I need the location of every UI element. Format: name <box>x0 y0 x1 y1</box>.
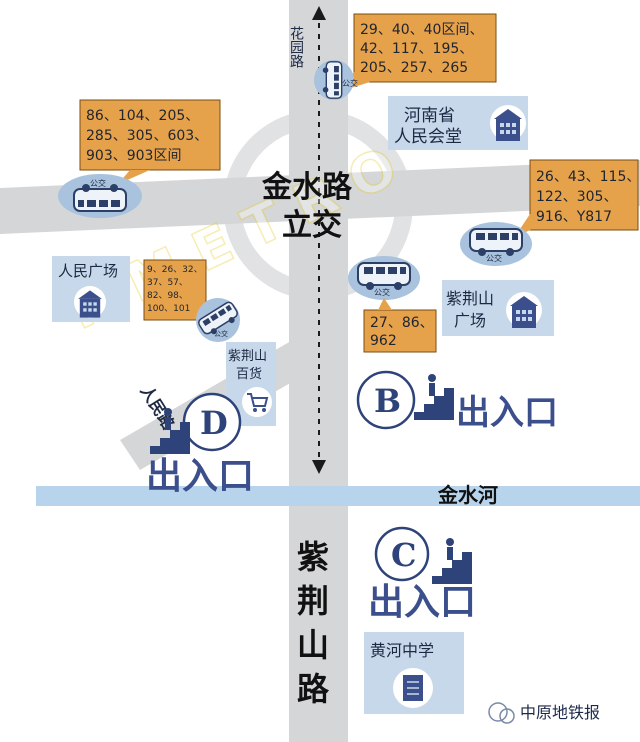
exit-c[interactable]: C 出入口 <box>368 526 476 623</box>
exit-b[interactable]: B 出入口 <box>356 370 558 433</box>
zijingshan-square: 紫荆山 广场 <box>442 280 554 336</box>
route-line: 122、305、 <box>536 189 617 205</box>
henan-peoples-hall: 河南省 人民会堂 <box>388 96 528 150</box>
bus-stop-zijingshan-square: 公交 27、86、 962 <box>348 256 437 353</box>
bus-icon <box>73 183 127 212</box>
jinshui-road-label-line1: 金水路 <box>261 170 353 205</box>
route-line: 100、101 <box>147 304 190 314</box>
zijingshan-char-2: 山 <box>297 626 329 664</box>
bus-stop-huayuan: 29、40、40区间、 42、117、195、 205、257、265 公交 <box>314 13 497 100</box>
publisher-watermark: 中原地铁报 <box>488 702 600 724</box>
bus-icon <box>357 262 411 291</box>
route-line: 26、43、115、 <box>536 169 640 185</box>
exit-circle <box>374 526 430 582</box>
landmark-label: 紫荆山 <box>446 289 494 308</box>
zijingshan-road-label: 紫 荆 山 路 <box>297 538 330 708</box>
route-line: 82、98、 <box>147 291 188 301</box>
landmark-label: 人民广场 <box>58 262 118 280</box>
landmark-label: 紫荆山 <box>228 348 267 364</box>
bus-tag: 公交 <box>342 78 358 88</box>
landmark-label: 河南省 <box>404 106 455 126</box>
zijingshan-char-3: 路 <box>297 670 330 708</box>
bus-stop-jinshui-east: 26、43、115、 122、305、 916、Y817 公交 <box>460 159 640 266</box>
landmark-label: 人民会堂 <box>394 127 462 147</box>
route-box <box>79 99 221 171</box>
bus-tag: 公交 <box>90 178 106 188</box>
route-line: 903、903区间 <box>86 148 181 164</box>
exit-d[interactable]: D 出入口 <box>146 392 254 497</box>
huayuan-road-label: 花园路 <box>288 26 304 68</box>
landmark-label: 广场 <box>454 311 486 330</box>
exit-circle <box>356 370 416 430</box>
route-box <box>363 309 437 353</box>
exit-letter: B <box>374 382 401 420</box>
route-line: 285、305、603、 <box>86 128 208 144</box>
jinshui-road-label-line2: 立交 <box>282 208 342 243</box>
route-line: 27、86、 <box>370 315 434 331</box>
jinshui-river-label: 金水河 <box>437 483 498 507</box>
route-line: 29、40、40区间、 <box>360 22 483 38</box>
down-arrow-icon <box>312 460 326 474</box>
zijingshan-department-store: 紫荆山 百货 <box>226 342 276 426</box>
up-arrow-icon <box>312 6 326 20</box>
renmin-square: 人民广场 <box>52 256 130 322</box>
zijingshan-char-1: 荆 <box>297 582 329 620</box>
publisher-name: 中原地铁报 <box>520 703 600 722</box>
bus-icon <box>469 228 523 257</box>
route-line: 42、117、195、 <box>360 41 473 57</box>
bus-tag: 公交 <box>214 329 228 338</box>
cart-icon-bg <box>242 387 272 417</box>
bus-tag: 公交 <box>486 253 502 263</box>
bus-tag: 公交 <box>374 287 390 297</box>
stairs-icon <box>432 538 472 584</box>
jinshui-road <box>0 160 640 234</box>
route-line: 962 <box>370 333 397 349</box>
exit-letter: C <box>391 536 416 574</box>
route-line: 916、Y817 <box>536 209 612 225</box>
bus-stop-renmin-road: 9、26、32、 37、57、 82、98、 100、101 公交 <box>143 259 242 342</box>
zijingshan-char-0: 紫 <box>297 538 329 576</box>
landmark-label: 黄河中学 <box>370 641 434 660</box>
wechat-icon <box>488 702 508 722</box>
exit-label: 出入口 <box>368 582 476 623</box>
landmark-label: 百货 <box>236 366 262 382</box>
route-line: 37、57、 <box>147 278 188 288</box>
shopping-cart-icon <box>247 393 269 412</box>
bus-icon <box>322 61 343 99</box>
stairs-icon <box>414 374 454 420</box>
route-box <box>353 13 497 83</box>
exit-label: 出入口 <box>456 393 558 433</box>
exit-letter: D <box>200 404 228 442</box>
route-line: 205、257、265 <box>360 60 468 76</box>
route-box <box>529 159 639 231</box>
route-line: 86、104、205、 <box>86 108 199 124</box>
exit-label: 出入口 <box>146 456 254 497</box>
route-box <box>143 259 207 321</box>
huanghe-middle-school: 黄河中学 <box>364 632 464 714</box>
route-line: 9、26、32、 <box>147 265 203 275</box>
notebook-icon <box>403 675 423 701</box>
jinshui-river <box>36 486 640 506</box>
bus-stop-jinshui-west: 86、104、205、 285、305、603、 903、903区间 公交 <box>58 99 221 218</box>
